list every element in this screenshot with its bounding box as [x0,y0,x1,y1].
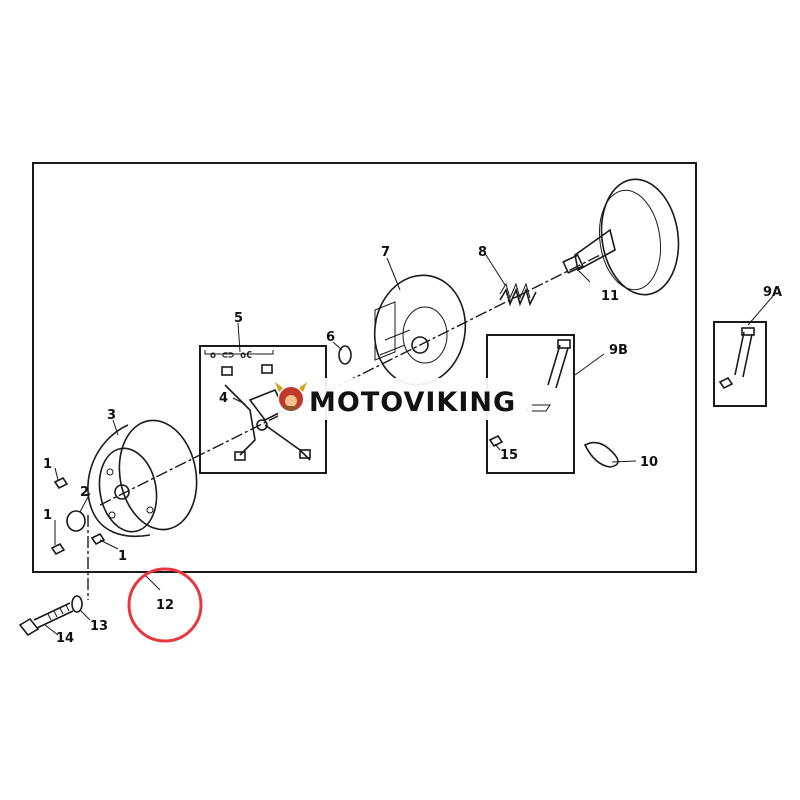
label-part-8: 8 [478,245,487,260]
part-11-fixed-sheave [562,178,680,296]
label-part-1-bottom: 1 [118,549,127,564]
part-14-bolt [18,602,74,637]
part-2-cap [66,510,86,532]
label-part-10: 10 [640,455,658,470]
label-part-11: 11 [601,289,619,304]
label-part-1-top: 1 [43,457,52,472]
part-15-nut [488,434,504,448]
part-6-washer [338,345,352,365]
main-diagram-frame [32,162,697,573]
part-5-hardware-kit: o ⊂⊃ oC [204,350,274,361]
part-9a-bolt [718,327,755,390]
label-part-13: 13 [90,619,108,634]
label-part-7: 7 [381,245,390,260]
highlight-circle [127,567,203,643]
label-part-3: 3 [107,408,116,423]
watermark-text: MOTOVIKING [309,387,516,418]
label-part-5: 5 [234,311,243,326]
part-10-roller [583,441,619,468]
label-part-9a: 9A [763,285,782,300]
part-9b-bolt-assembly [525,339,571,412]
part-13-washer [71,595,83,613]
label-part-4: 4 [219,391,228,406]
watermark: MOTOVIKING [275,378,532,420]
part-7-cam-housing [373,274,467,386]
label-part-14: 14 [56,631,74,646]
part-3-movable-sheave [87,419,198,537]
viking-mascot-icon [275,382,307,411]
label-part-6: 6 [326,330,335,345]
label-part-9b: 9B [609,343,628,358]
svg-text:o ⊂⊃ oC: o ⊂⊃ oC [210,350,252,361]
part-8-spring [499,282,537,307]
label-part-1-left: 1 [43,508,52,523]
label-part-12: 12 [156,598,174,613]
label-part-15: 15 [500,448,518,463]
detail-box-9a [713,321,767,407]
label-part-2: 2 [80,485,89,500]
leader-lines [44,254,774,636]
part-1-screws [50,476,106,556]
